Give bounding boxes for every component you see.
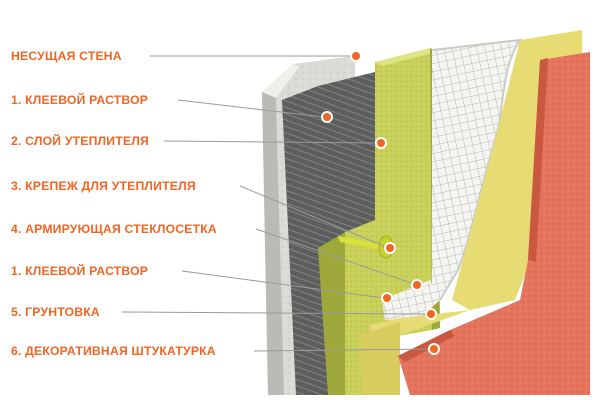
marker-dots [321, 50, 440, 355]
marker-dot-insulation-layer [375, 137, 387, 149]
marker-dot-primer [425, 308, 437, 320]
label-reinforcing-mesh: 4. АРМИРУЮЩАЯ СТЕКЛОСЕТКА [11, 222, 217, 236]
marker-dot-decorative-plaster [428, 343, 440, 355]
leader-line-primer [121, 311, 429, 315]
decorative-plaster-block [398, 52, 590, 395]
label-load-bearing-wall: НЕСУЩАЯ СТЕНА [11, 49, 122, 63]
label-primer: 5. ГРУНТОВКА [11, 305, 100, 319]
marker-dot-reinforcing-mesh [411, 279, 423, 291]
marker-dot-insulation-anchor [384, 242, 396, 254]
label-adhesive-mortar-2: 1. КЛЕЕВОЙ РАСТВОР [11, 264, 149, 278]
leader-line-decorative-plaster [253, 348, 432, 352]
label-adhesive-mortar-1: 1. КЛЕЕВОЙ РАСТВОР [11, 93, 149, 107]
marker-dot-load-bearing-wall [350, 50, 362, 62]
leader-line-adhesive-mortar-2 [181, 270, 385, 299]
leader-line-adhesive-mortar-1 [177, 99, 325, 118]
marker-dot-adhesive-mortar-1 [321, 111, 333, 123]
marker-dot-adhesive-mortar-2 [381, 292, 393, 304]
leader-line-insulation-anchor [239, 185, 387, 248]
label-insulation-anchor: 3. КРЕПЕЖ ДЛЯ УТЕПЛИТЕЛЯ [11, 179, 196, 193]
label-decorative-plaster: 6. ДЕКОРАТИВНАЯ ШТУКАТУРКА [11, 344, 216, 358]
leader-line-insulation-layer [163, 140, 378, 144]
label-insulation-layer: 2. СЛОЙ УТЕПЛИТЕЛЯ [11, 134, 149, 148]
leader-line-reinforcing-mesh [255, 228, 415, 285]
leader-lines [121, 55, 432, 352]
reinforcing-mesh-block [382, 38, 523, 320]
